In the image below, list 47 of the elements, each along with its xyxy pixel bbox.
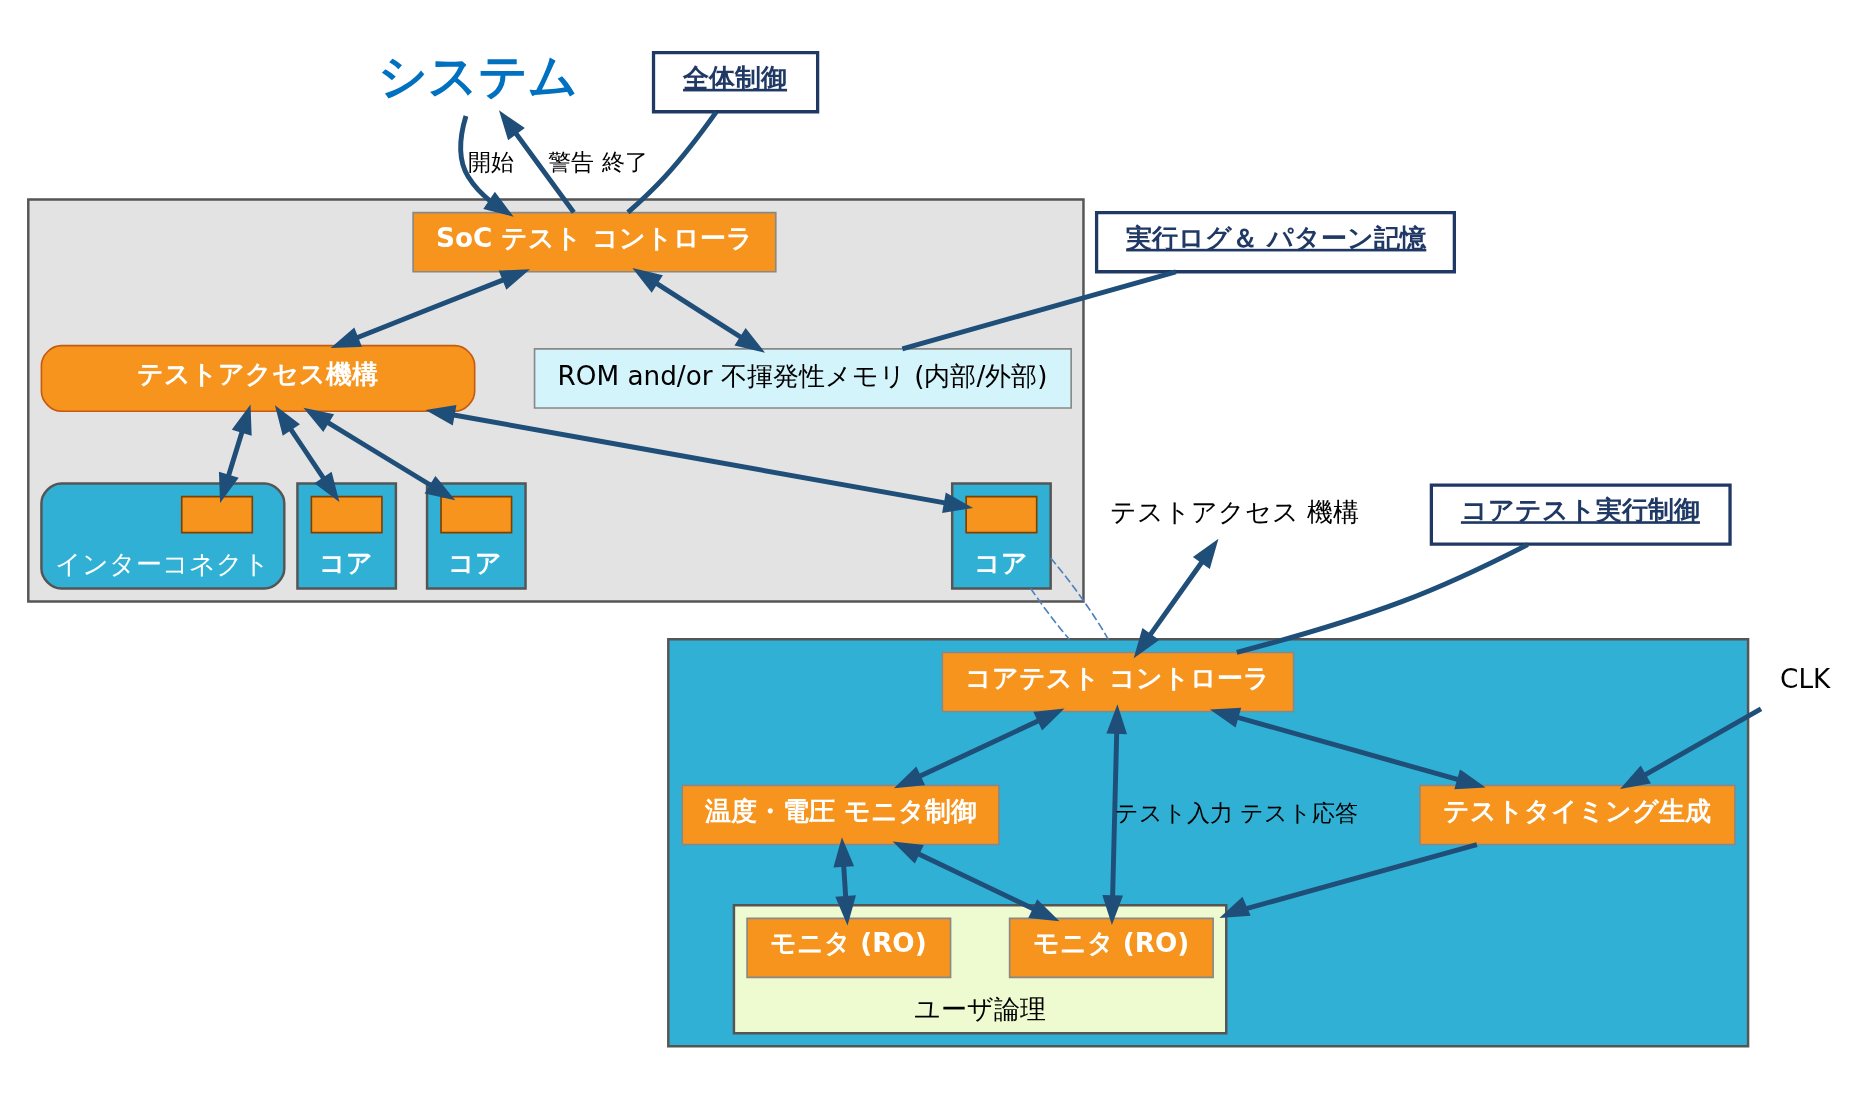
edge-label: 開始	[468, 148, 515, 175]
node-box: 温度・電圧 モニタ制御	[681, 784, 1000, 845]
arrow	[1102, 703, 1128, 925]
connector	[1236, 541, 1529, 655]
node-box: コアテスト実行制御	[1429, 482, 1732, 546]
arrow	[632, 267, 765, 353]
arrow	[1219, 841, 1478, 918]
arrow	[303, 407, 456, 500]
node-box: テストタイミング生成	[1419, 784, 1736, 845]
arrow	[833, 836, 856, 926]
node-text: システム	[377, 46, 578, 105]
arrow	[218, 403, 252, 503]
node-box: 実行ログ＆ パターン記憶	[1094, 210, 1456, 273]
node-text: テストアクセス 機構	[1109, 496, 1360, 527]
node-box: 全体制御	[651, 50, 820, 113]
connector	[1029, 587, 1071, 640]
cluster	[27, 197, 1085, 603]
arrow	[1209, 707, 1486, 789]
arrow	[425, 404, 974, 513]
cluster: コア	[425, 481, 527, 590]
node-box: モニタ (RO)	[1008, 917, 1214, 978]
cluster	[667, 637, 1750, 1048]
arrow	[498, 109, 576, 214]
arrow	[274, 404, 340, 502]
node-box	[965, 495, 1038, 533]
node-box: テストアクセス機構	[40, 344, 476, 412]
arrow	[893, 708, 1065, 788]
connector	[1049, 556, 1110, 640]
edge-label: テスト入力 テスト応答	[1114, 799, 1358, 826]
node-box	[440, 495, 513, 533]
cluster: コア	[950, 481, 1052, 590]
node-box: コアテスト コントローラ	[941, 651, 1295, 712]
node-box: SoC テスト コントローラ	[412, 211, 777, 273]
node-box: モニタ (RO)	[746, 917, 952, 978]
edge-label: 警告 終了	[548, 148, 648, 175]
arrow	[458, 114, 514, 217]
cluster: コア	[296, 481, 398, 590]
node-text: CLK	[1780, 663, 1831, 694]
arrow	[330, 268, 531, 348]
node-box: ROM and/or 不揮発性メモリ (内部/外部)	[533, 347, 1072, 409]
arrow	[892, 840, 1060, 921]
cluster: インターコネクト	[40, 481, 286, 590]
arrow	[1133, 538, 1219, 658]
connector	[901, 269, 1177, 351]
connector	[626, 110, 719, 214]
node-box	[310, 495, 383, 533]
node-box	[180, 495, 254, 533]
